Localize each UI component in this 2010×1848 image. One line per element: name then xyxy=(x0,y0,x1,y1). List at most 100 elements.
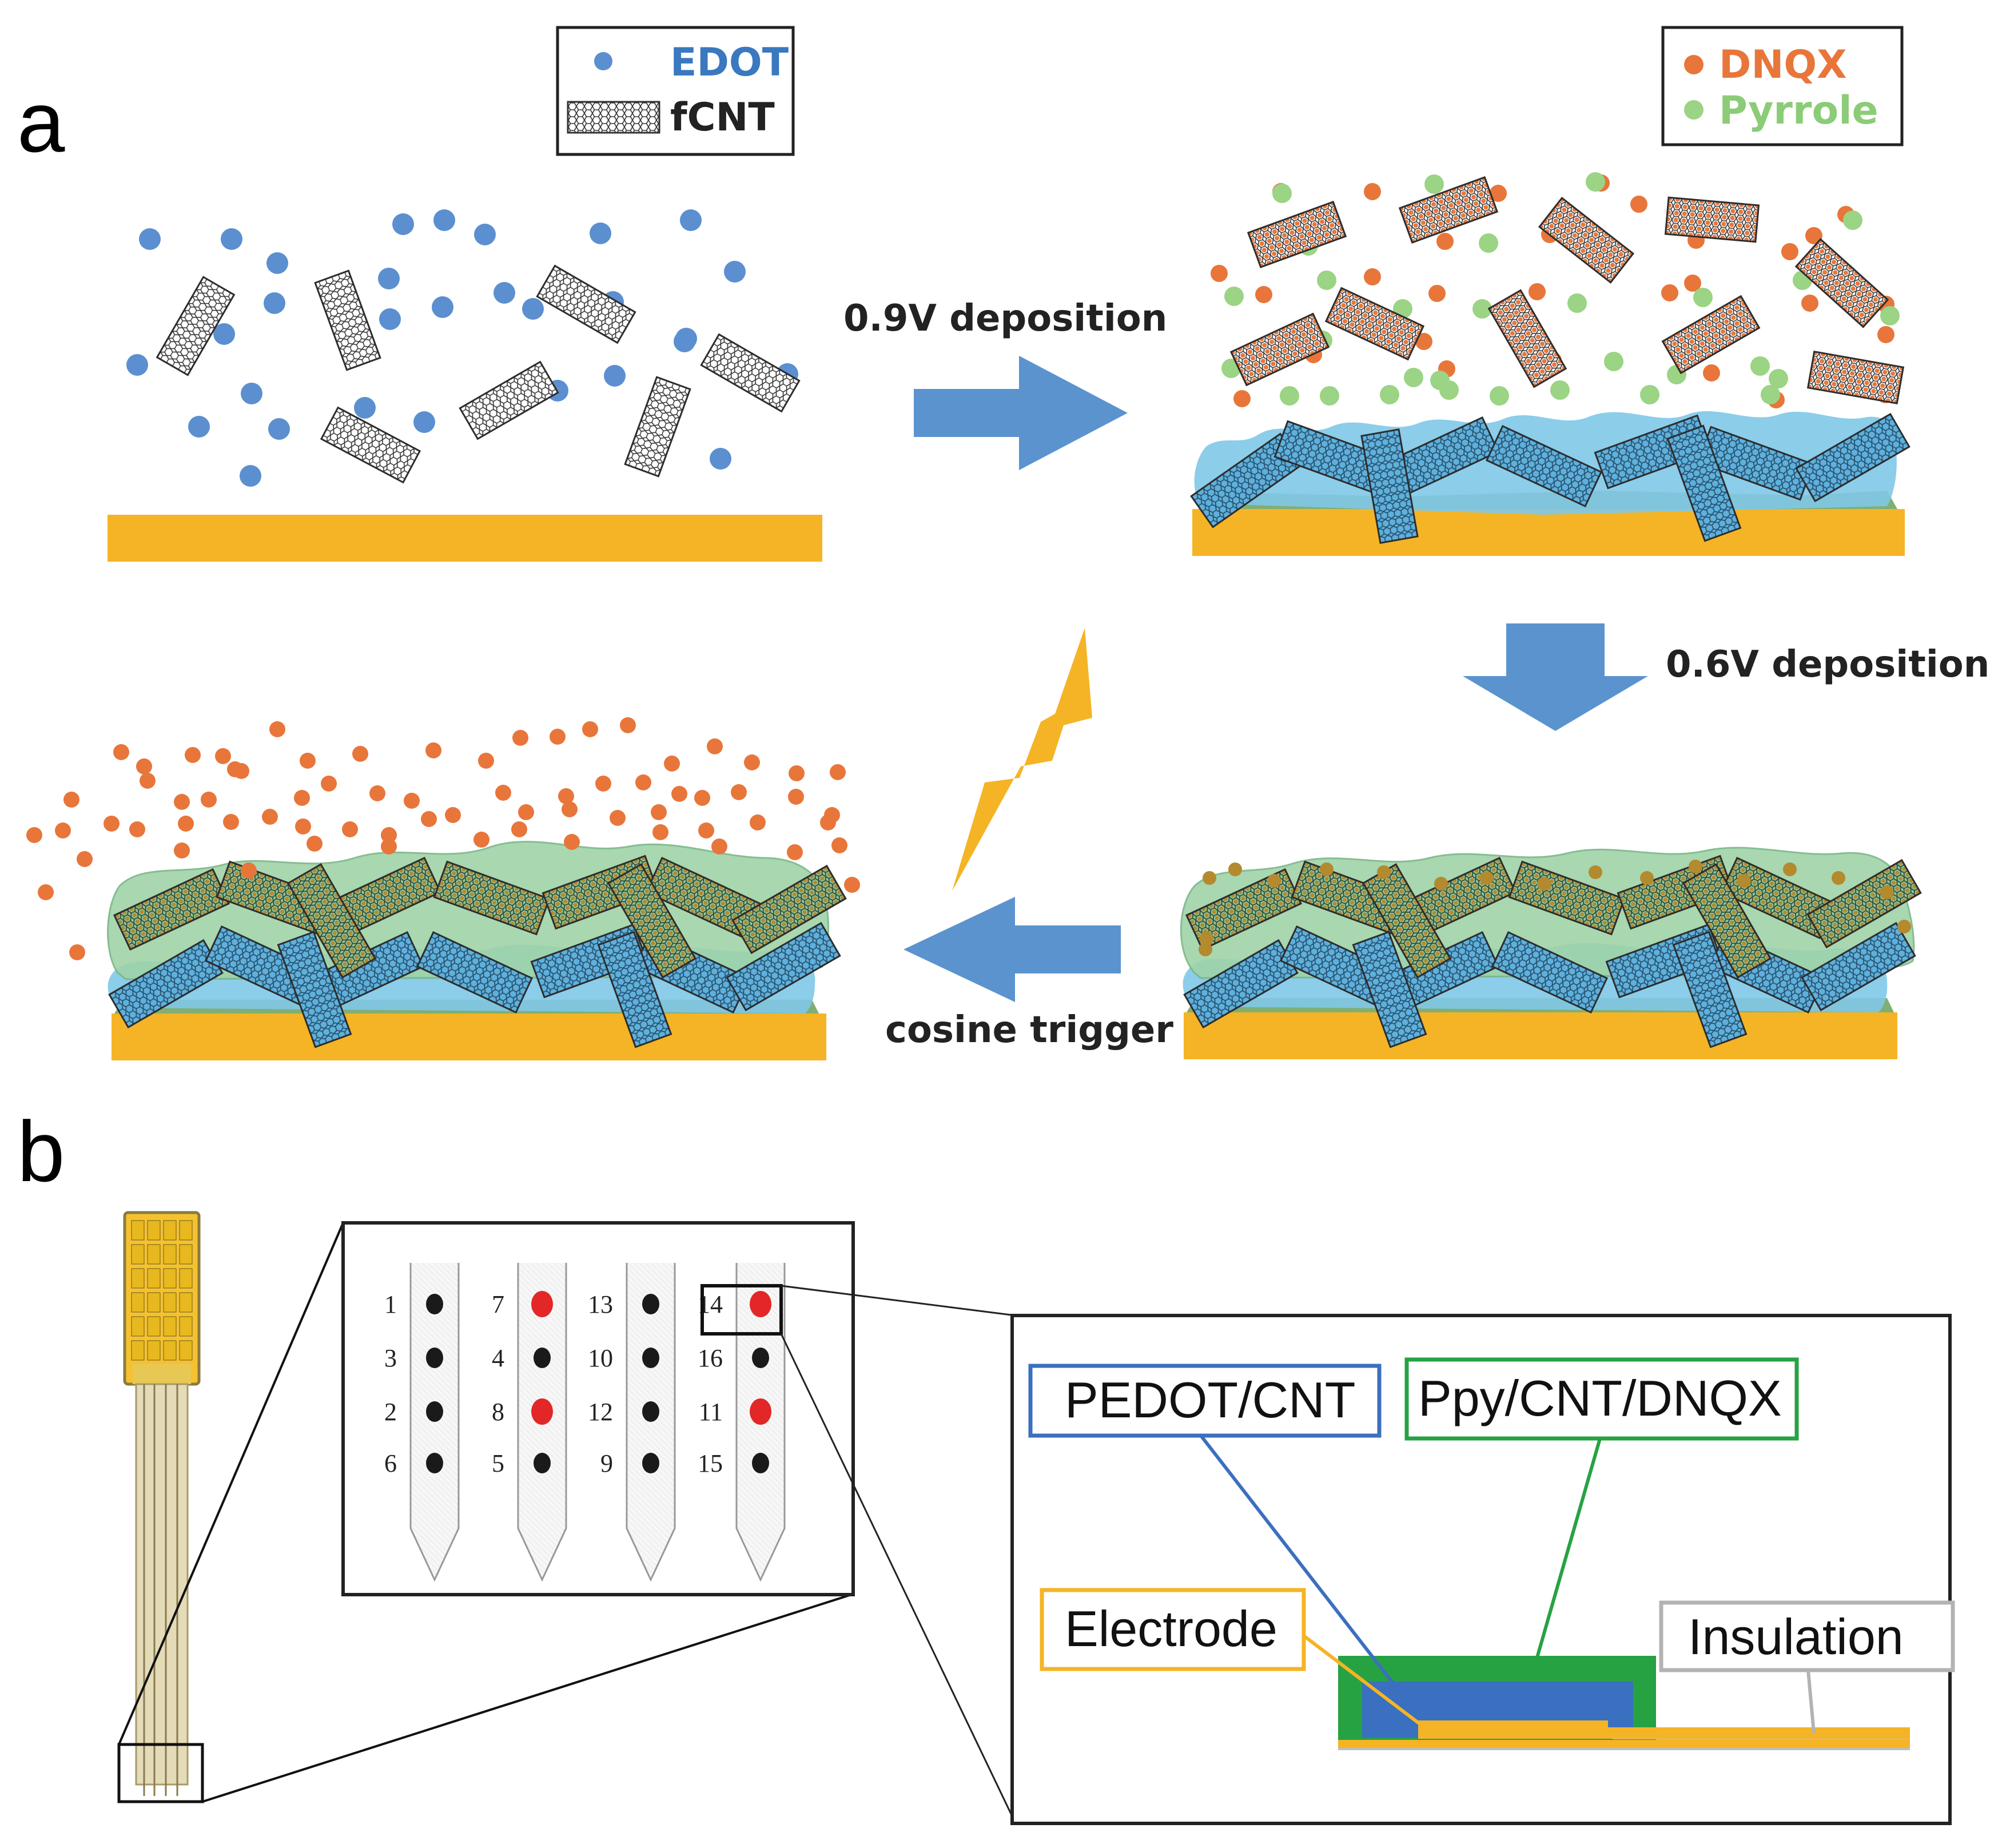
connector-pad xyxy=(179,1220,193,1241)
released-dnqx-dot xyxy=(671,786,687,802)
stage2-cnt-tubes xyxy=(1229,176,1905,404)
pyrrole-dot xyxy=(1472,299,1492,319)
edot-dot xyxy=(590,222,611,244)
site-number: 9 xyxy=(600,1449,613,1477)
released-dnqx-dot xyxy=(174,794,190,810)
dnqx-dot xyxy=(1428,285,1446,302)
dnqx-dot xyxy=(1233,390,1251,407)
site-number: 15 xyxy=(698,1449,723,1477)
recording-site xyxy=(426,1294,443,1314)
pyrrole-dot xyxy=(1224,287,1244,306)
zoom-line-3 xyxy=(781,1285,1016,1317)
probe-pad-grid xyxy=(131,1220,193,1361)
embedded-dnqx-dot xyxy=(1737,874,1751,888)
pyrrole-dot xyxy=(1586,172,1605,192)
stage2-pedot-coated xyxy=(1190,172,1911,556)
embedded-dnqx-dot xyxy=(1267,874,1281,888)
released-dnqx-dot xyxy=(262,809,278,825)
embedded-dnqx-dot xyxy=(1480,871,1494,885)
dnqx-dot xyxy=(1211,265,1228,282)
pedot-cnt-tube xyxy=(1485,424,1603,508)
site-number: 11 xyxy=(699,1398,723,1426)
dnqx-marker-icon xyxy=(1684,55,1703,74)
released-dnqx-dot xyxy=(707,738,723,754)
recording-site-highlighted xyxy=(531,1291,553,1317)
released-dnqx-dot xyxy=(518,804,534,820)
released-dnqx-dot xyxy=(26,827,42,843)
stage3-embedded-dnqx xyxy=(1199,860,1911,956)
dnqx-dot xyxy=(1801,295,1818,312)
pyrrole-dot xyxy=(1761,385,1780,404)
dnqx-dot xyxy=(1877,326,1894,343)
released-dnqx-dot xyxy=(635,774,651,790)
probe-overview xyxy=(117,1211,854,1803)
label-ppy-cnt-dnqx: Ppy/CNT/DNQX xyxy=(1418,1370,1782,1426)
released-dnqx-dot xyxy=(381,838,397,855)
edot-dot xyxy=(604,365,626,387)
released-dnqx-dot xyxy=(664,756,680,772)
fcnt-tube xyxy=(314,269,381,371)
embedded-dnqx-dot xyxy=(1377,865,1391,879)
arrow-left-icon xyxy=(903,897,1121,1002)
released-dnqx-dot xyxy=(750,814,766,830)
released-dnqx-dot xyxy=(241,863,257,879)
recording-site xyxy=(642,1294,659,1314)
connector-pad xyxy=(131,1340,145,1361)
site-number: 12 xyxy=(588,1398,613,1426)
ppy-cnt-tube xyxy=(286,863,377,979)
released-dnqx-dot xyxy=(562,801,578,817)
dnqx-dot xyxy=(1703,364,1720,381)
stage1-edot-fcnt-solution xyxy=(108,209,822,562)
connector-pad xyxy=(179,1340,193,1361)
edot-dot xyxy=(266,252,288,274)
edot-dot xyxy=(354,397,376,419)
label-pedot-cnt: PEDOT/CNT xyxy=(1065,1372,1355,1428)
label-box-electrode xyxy=(1040,1588,1306,1671)
label-electrode: Electrode xyxy=(1065,1600,1277,1657)
panel-a-letter: a xyxy=(17,74,65,170)
pedot-cnt-tube xyxy=(416,931,534,1014)
edot-dot xyxy=(724,261,746,283)
released-dnqx-dot xyxy=(610,810,626,826)
pedot-cnt-tube xyxy=(1352,931,1427,1048)
cnt-dnqx-tube xyxy=(1324,287,1425,361)
pyrrole-dot xyxy=(1843,210,1862,230)
released-dnqx-dot xyxy=(223,814,239,830)
embedded-dnqx-dot xyxy=(1640,871,1654,885)
connector-pad xyxy=(147,1316,161,1337)
released-dnqx-dot xyxy=(495,785,511,801)
fcnt-tube xyxy=(536,264,636,344)
embedded-dnqx-dot xyxy=(1320,863,1334,876)
released-dnqx-dot xyxy=(473,832,489,848)
released-dnqx-dot xyxy=(830,764,846,780)
edot-dot xyxy=(378,268,400,289)
released-dnqx-dot xyxy=(788,789,804,805)
released-dnqx-dot xyxy=(300,753,316,769)
site-number: 4 xyxy=(492,1344,504,1372)
connector-pad xyxy=(179,1316,193,1337)
edot-dot xyxy=(126,354,148,376)
released-dnqx-dot xyxy=(307,836,323,852)
cnt-dnqx-tube xyxy=(1664,196,1760,243)
legend-dnqx-pyrrole: DNQX Pyrrole xyxy=(1661,26,1904,146)
recording-site xyxy=(534,1348,551,1368)
pyrrole-dot xyxy=(1604,352,1623,371)
pyrrole-dot xyxy=(1550,380,1570,400)
stage2-embedded-cnt xyxy=(1190,412,1911,545)
dnqx-dot xyxy=(1364,183,1381,200)
pyrrole-dot xyxy=(1490,386,1509,406)
dnqx-dot xyxy=(1630,196,1647,213)
embedded-dnqx-dot xyxy=(1897,920,1911,933)
stage3-gold-substrate xyxy=(1184,1012,1897,1059)
edot-dot xyxy=(680,209,702,231)
embedded-dnqx-dot xyxy=(1203,871,1216,885)
step1-label: 0.9V deposition xyxy=(843,297,1167,340)
released-dnqx-dot xyxy=(744,754,760,770)
cnt-dnqx-tube xyxy=(1661,295,1761,375)
fcnt-tube xyxy=(700,333,801,413)
step3-group: cosine trigger xyxy=(885,628,1173,1051)
ppy-cnt-tube xyxy=(1185,868,1303,951)
released-dnqx-dot xyxy=(113,744,129,760)
edot-dot xyxy=(522,298,544,320)
